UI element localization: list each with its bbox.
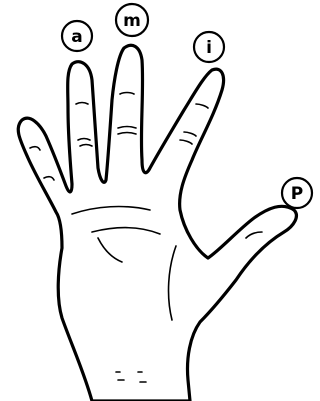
label-middle: m (116, 4, 148, 36)
label-ring-text: i (206, 38, 212, 58)
hand-outline (18, 45, 296, 401)
label-ring: i (194, 32, 224, 62)
label-index-text: a (71, 27, 82, 47)
label-middle-text: m (123, 11, 141, 31)
label-thumb: P (282, 178, 312, 208)
label-thumb-text: P (291, 184, 303, 204)
label-index: a (62, 21, 92, 51)
